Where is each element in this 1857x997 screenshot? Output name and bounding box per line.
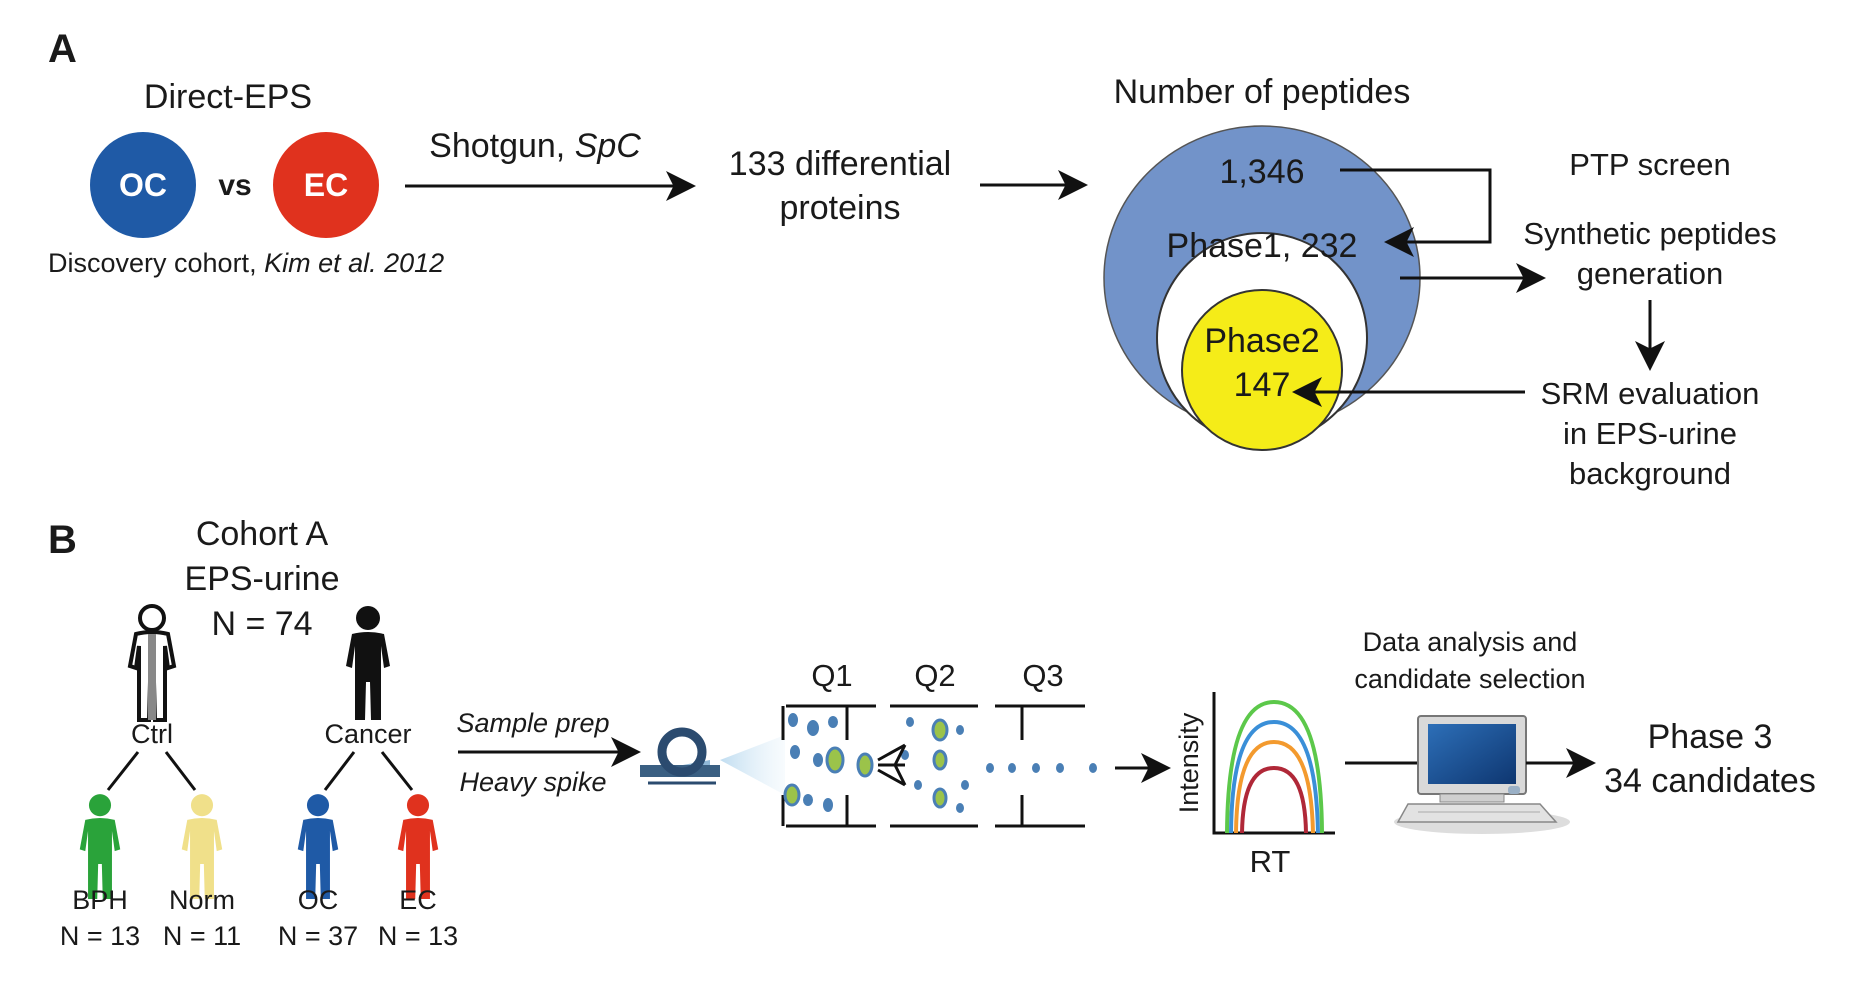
group-name-bph: BPH bbox=[72, 885, 128, 915]
synthetic-peptides-line1: Synthetic peptides bbox=[1523, 216, 1776, 251]
group-name-norm: Norm bbox=[169, 885, 235, 915]
tree-branch bbox=[380, 751, 414, 791]
differential-proteins-line1: 133 differential bbox=[729, 145, 951, 183]
computer-icon bbox=[1394, 715, 1570, 834]
venn-count-phase1: Phase1, 232 bbox=[1167, 227, 1358, 265]
group-n-ec: N = 13 bbox=[378, 921, 458, 951]
differential-proteins-line2: proteins bbox=[780, 189, 901, 227]
intensity-axis-label: Intensity bbox=[1174, 712, 1204, 813]
group-name-ec: EC bbox=[399, 885, 437, 915]
venn-phase2-label: Phase2 bbox=[1204, 322, 1319, 360]
chromatogram-plot bbox=[1212, 692, 1335, 835]
quadrupole-q3 bbox=[995, 704, 1085, 828]
direct-eps-label: Direct-EPS bbox=[144, 78, 312, 116]
vs-label: vs bbox=[218, 169, 251, 202]
person-icon bbox=[397, 794, 439, 899]
cohort-title-line1: Cohort A bbox=[196, 515, 329, 553]
ion-particles bbox=[783, 713, 1097, 813]
group-n-norm: N = 11 bbox=[163, 921, 241, 951]
quadrupole-q1 bbox=[781, 704, 876, 828]
tree-branch bbox=[323, 751, 356, 791]
sample-prep-label: Sample prep bbox=[456, 708, 609, 738]
group-n-bph: N = 13 bbox=[60, 921, 140, 951]
ec-circle-label: EC bbox=[304, 167, 348, 203]
quadrupole-q1-label: Q1 bbox=[811, 658, 852, 693]
panel-b-label: B bbox=[48, 518, 77, 562]
srm-evaluation-line1: SRM evaluation bbox=[1541, 376, 1760, 411]
srm-evaluation-line3: background bbox=[1569, 456, 1731, 491]
venn-count-all: 1,346 bbox=[1219, 153, 1304, 191]
peptides-title: Number of peptides bbox=[1114, 73, 1411, 111]
phase3-title: Phase 3 bbox=[1648, 718, 1773, 756]
srm-evaluation-line2: in EPS-urine bbox=[1563, 416, 1737, 451]
oc-circle: OC bbox=[90, 132, 196, 238]
phase3-candidates: 34 candidates bbox=[1604, 762, 1816, 800]
group-name-oc: OC bbox=[298, 885, 339, 915]
group-n-oc: N = 37 bbox=[278, 921, 358, 951]
person-icon bbox=[79, 794, 121, 899]
ctrl-label: Ctrl bbox=[131, 719, 173, 749]
mass-spec-source-icon bbox=[640, 727, 785, 795]
ptp-screen-label: PTP screen bbox=[1569, 147, 1730, 182]
arrow-icon bbox=[1340, 168, 1492, 257]
synthetic-peptides-line2: generation bbox=[1577, 256, 1724, 291]
cohort-title-line3: N = 74 bbox=[211, 605, 312, 643]
person-icon bbox=[346, 606, 390, 720]
venn-count-phase2: 147 bbox=[1234, 366, 1291, 404]
fragmentation-lines bbox=[877, 743, 907, 787]
cancer-label: Cancer bbox=[324, 719, 411, 749]
oc-circle-label: OC bbox=[119, 167, 167, 203]
cohort-title-line2: EPS-urine bbox=[185, 560, 340, 598]
data-analysis-line2: candidate selection bbox=[1354, 664, 1585, 694]
discovery-cohort-note: Discovery cohort, Kim et al. 2012 bbox=[48, 248, 444, 278]
person-icon bbox=[128, 604, 176, 722]
panel-a-label: A bbox=[48, 27, 77, 71]
tree-branch bbox=[164, 751, 197, 791]
data-analysis-line1: Data analysis and bbox=[1363, 627, 1578, 657]
tree-branch bbox=[106, 751, 140, 791]
heavy-spike-label: Heavy spike bbox=[459, 767, 606, 797]
person-icon bbox=[297, 794, 339, 899]
quadrupole-q2-label: Q2 bbox=[914, 658, 955, 693]
ec-circle: EC bbox=[273, 132, 379, 238]
venn-inner-phase2 bbox=[1181, 289, 1343, 451]
shotgun-label: Shotgun, SpC bbox=[429, 127, 641, 165]
quadrupole-q3-label: Q3 bbox=[1022, 658, 1063, 693]
quadrupole-q2 bbox=[890, 704, 978, 828]
person-icon bbox=[181, 794, 223, 899]
rt-axis-label: RT bbox=[1250, 844, 1291, 879]
